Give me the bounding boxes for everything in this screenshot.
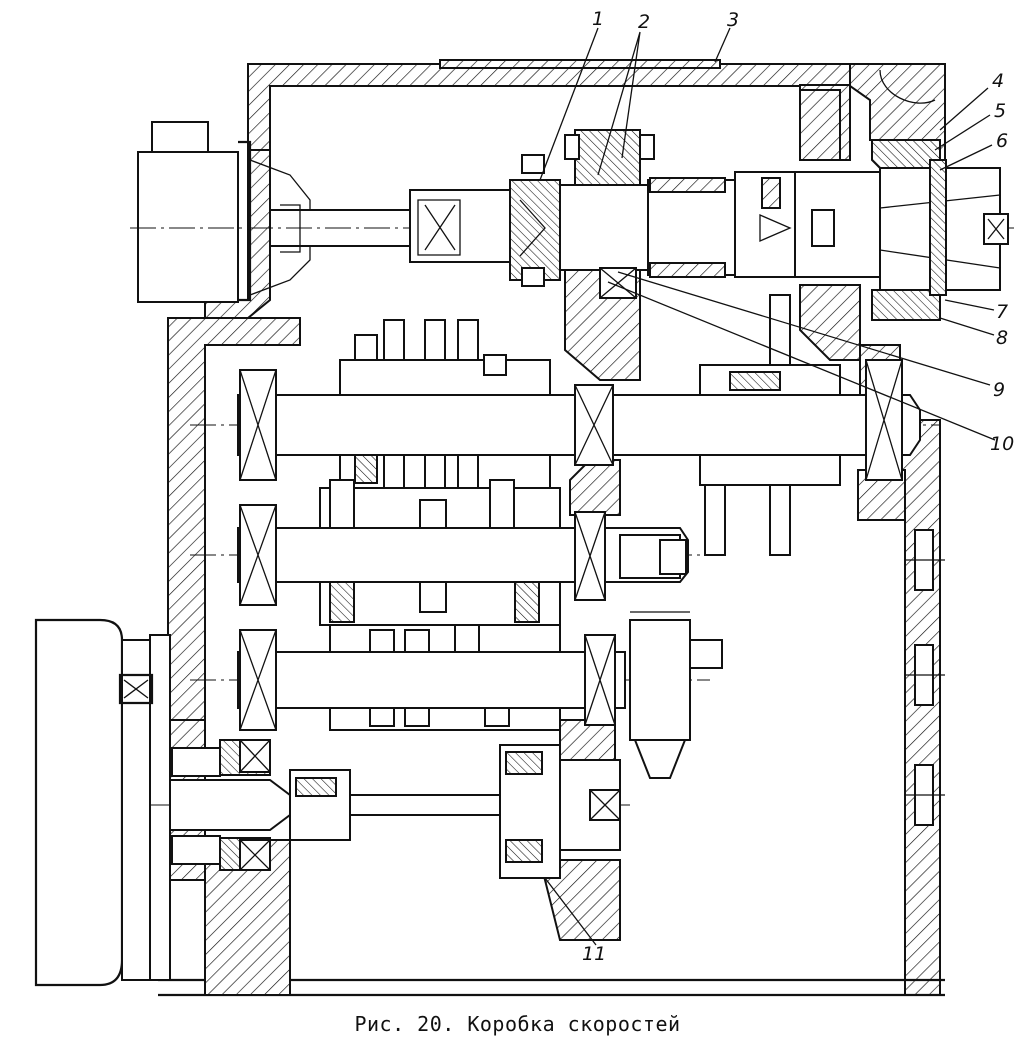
motor-upper: [137, 121, 411, 303]
callout-11: 11: [582, 943, 606, 965]
callout-2: 2: [638, 11, 650, 33]
shaft-2: [190, 479, 700, 626]
callout-4: 4: [992, 70, 1004, 92]
callouts: 1 2 3 4 5 6 7 8 9 10 11: [582, 8, 1014, 965]
shaft-1: [190, 294, 940, 556]
callout-3: 3: [727, 9, 739, 31]
callout-7: 7: [996, 301, 1008, 323]
figure-caption: Рис. 20. Коробка скоростей: [354, 1012, 681, 1036]
input-shaft: [130, 89, 1015, 321]
callout-6: 6: [996, 130, 1008, 152]
callout-5: 5: [994, 100, 1006, 122]
callout-10: 10: [990, 433, 1014, 455]
callout-1: 1: [592, 8, 604, 30]
callout-9: 9: [993, 379, 1005, 401]
leader-lines: [539, 27, 996, 946]
shaft-3: [190, 611, 723, 779]
callout-8: 8: [996, 327, 1008, 349]
motor-lower: [34, 618, 171, 987]
shaft-lower: [150, 739, 630, 879]
